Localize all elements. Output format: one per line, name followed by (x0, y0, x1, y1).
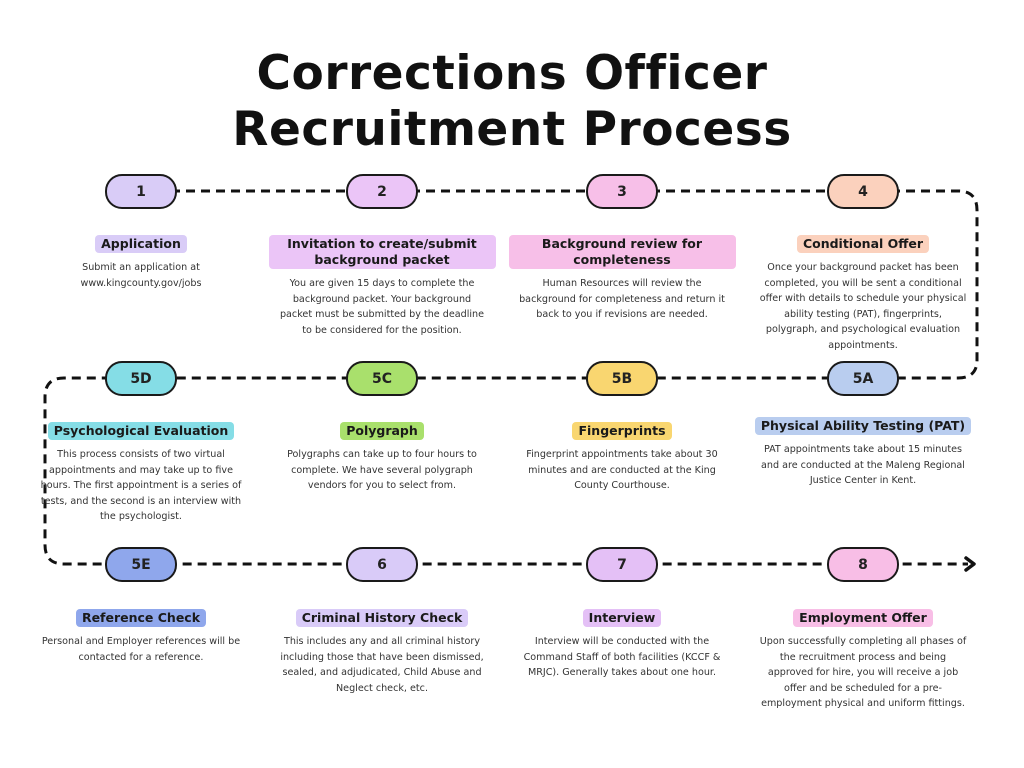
step-1-title: Application (95, 235, 187, 253)
step-5a-description: PAT appointments take about 15 minutes a… (761, 444, 965, 487)
title-line-2: Recruitment Process (232, 102, 792, 157)
step-5a-card: Physical Ability Testing (PAT) PAT appoin… (738, 417, 988, 489)
step-5a-number-pill[interactable]: 5A (827, 361, 899, 396)
step-3-title: Background review for completeness (508, 235, 736, 269)
step-5e-title: Reference Check (75, 609, 207, 627)
step-7-description: Interview will be conducted with the Com… (523, 636, 721, 679)
step-5c-description: Polygraphs can take up to four hours to … (287, 449, 477, 492)
step-5e-description: Personal and Employer references will be… (41, 636, 241, 663)
step-4-number-pill[interactable]: 4 (827, 174, 899, 209)
step-6-title: Criminal History Check (295, 609, 469, 627)
step-4-description: Once your background packet has been com… (759, 262, 967, 351)
step-7-number-pill[interactable]: 7 (586, 547, 658, 582)
dashed-connector (43, 189, 979, 566)
step-5d-description: This process consists of two virtual app… (40, 449, 242, 523)
step-3-description: Human Resources will review the backgrou… (519, 278, 725, 321)
step-2-card: Invitation to create/submit background p… (257, 235, 507, 338)
step-1-number-pill[interactable]: 1 (105, 174, 177, 209)
step-5e-number-pill[interactable]: 5E (105, 547, 177, 582)
step-6-description: This includes any and all criminal histo… (280, 636, 484, 694)
step-3-number-pill[interactable]: 3 (586, 174, 658, 209)
title-line-1: Corrections Officer (256, 46, 768, 101)
step-5c-number-pill[interactable]: 5C (346, 361, 418, 396)
step-7-title: Interview (582, 609, 662, 627)
step-5b-number-pill[interactable]: 5B (586, 361, 658, 396)
step-5c-title: Polygraph (340, 422, 424, 440)
step-8-number-pill[interactable]: 8 (827, 547, 899, 582)
step-1-description: Submit an application at www.kingcounty.… (80, 262, 202, 289)
step-5b-title: Fingerprints (572, 422, 672, 440)
step-2-description: You are given 15 days to complete the ba… (279, 278, 485, 336)
step-5a-title: Physical Ability Testing (PAT) (754, 417, 972, 435)
step-2-title: Invitation to create/submit background p… (268, 235, 496, 269)
step-4-title: Conditional Offer (796, 235, 930, 253)
step-5b-description: Fingerprint appointments take about 30 m… (526, 449, 718, 492)
step-8-title: Employment Offer (793, 609, 933, 627)
step-8-description: Upon successfully completing all phases … (759, 636, 967, 710)
step-6-number-pill[interactable]: 6 (346, 547, 418, 582)
arrow-head-icon (964, 556, 976, 572)
step-5d-number-pill[interactable]: 5D (105, 361, 177, 396)
step-2-number-pill[interactable]: 2 (346, 174, 418, 209)
step-5d-title: Psychological Evaluation (47, 422, 235, 440)
